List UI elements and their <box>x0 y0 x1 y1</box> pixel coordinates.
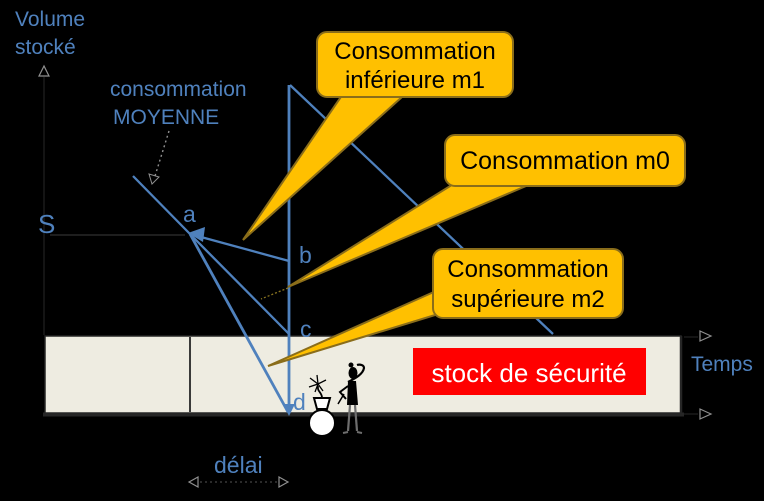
callout-m2: Consommation supérieure m2 <box>267 248 624 367</box>
point-a-label: a <box>183 201 196 227</box>
person-akimbo-arm <box>338 385 349 400</box>
up-arrowhead-icon <box>38 64 50 77</box>
callout-m2-box <box>432 248 624 319</box>
diagram-labels: Volume stocké consommation MOYENNE S a b… <box>15 8 753 478</box>
average-consumption-line-m0 <box>189 233 290 335</box>
average-label-pointer-line <box>154 130 170 177</box>
callout-m1-line1: Consommation <box>334 38 495 65</box>
lead-time-label: délai <box>214 452 263 478</box>
safety-stock-banner: stock de sécurité <box>413 348 646 395</box>
callout-m0-line1: Consommation m0 <box>460 147 670 175</box>
axis-hints <box>38 64 713 489</box>
person-sash <box>337 393 345 405</box>
callout-m1-tail <box>242 87 415 241</box>
point-c-label: c <box>300 316 312 342</box>
point-d-label: d <box>293 389 306 415</box>
confused-person-clipart <box>337 362 366 434</box>
callout-m2-line2: supérieure m2 <box>451 286 604 313</box>
safety-stock-banner-label: stock de sécurité <box>431 358 626 388</box>
callout-m1: Consommation inférieure m1 <box>242 31 514 241</box>
higher-consumption-line-m2 <box>188 233 290 413</box>
point-a-arrowhead <box>188 227 205 242</box>
person-left-leg <box>346 404 352 432</box>
bomb-fuse <box>316 385 323 399</box>
right-arrowhead-icon <box>699 330 713 342</box>
callout-m1-line2: inférieure m1 <box>345 67 485 94</box>
bomb-body <box>308 409 336 437</box>
left-arrowhead-icon <box>187 475 199 489</box>
safety-stock-banner-rect <box>413 348 646 395</box>
callout-m1-box <box>316 31 514 98</box>
person-right-leg <box>353 404 359 432</box>
time-axis-label: Temps <box>691 353 753 376</box>
person-right-foot <box>356 431 363 434</box>
bomb-spark <box>308 374 327 393</box>
person-head <box>348 367 358 379</box>
right-arrowhead-icon <box>278 475 290 489</box>
person-hair-bun <box>348 362 354 368</box>
point-b-label: b <box>299 242 312 268</box>
person-raised-arm <box>347 363 366 383</box>
stock-level-s-label: S <box>38 209 55 239</box>
person-left-foot <box>342 431 349 434</box>
bomb-icon <box>308 374 336 437</box>
replenishment-bottom-arrowhead <box>283 404 295 416</box>
callout-m2-line1: Consommation <box>447 256 608 283</box>
average-label-line1: consommation <box>110 78 247 101</box>
average-label-pointer-arrowhead <box>148 173 160 185</box>
callout-m0-box <box>444 134 686 187</box>
callout-m0: Consommation m0 <box>260 134 686 300</box>
average-label-line2: MOYENNE <box>113 106 219 129</box>
y-axis-label-line2: stocké <box>15 36 76 59</box>
person-torso <box>347 381 358 405</box>
average-consumption-incoming-line <box>132 175 191 235</box>
y-axis-label-line1: Volume <box>15 8 85 31</box>
lower-consumption-line-m1 <box>189 232 290 263</box>
right-arrowhead-icon <box>699 408 713 420</box>
bomb-neck <box>312 397 332 410</box>
callout-m0-pointer-line <box>260 287 289 300</box>
